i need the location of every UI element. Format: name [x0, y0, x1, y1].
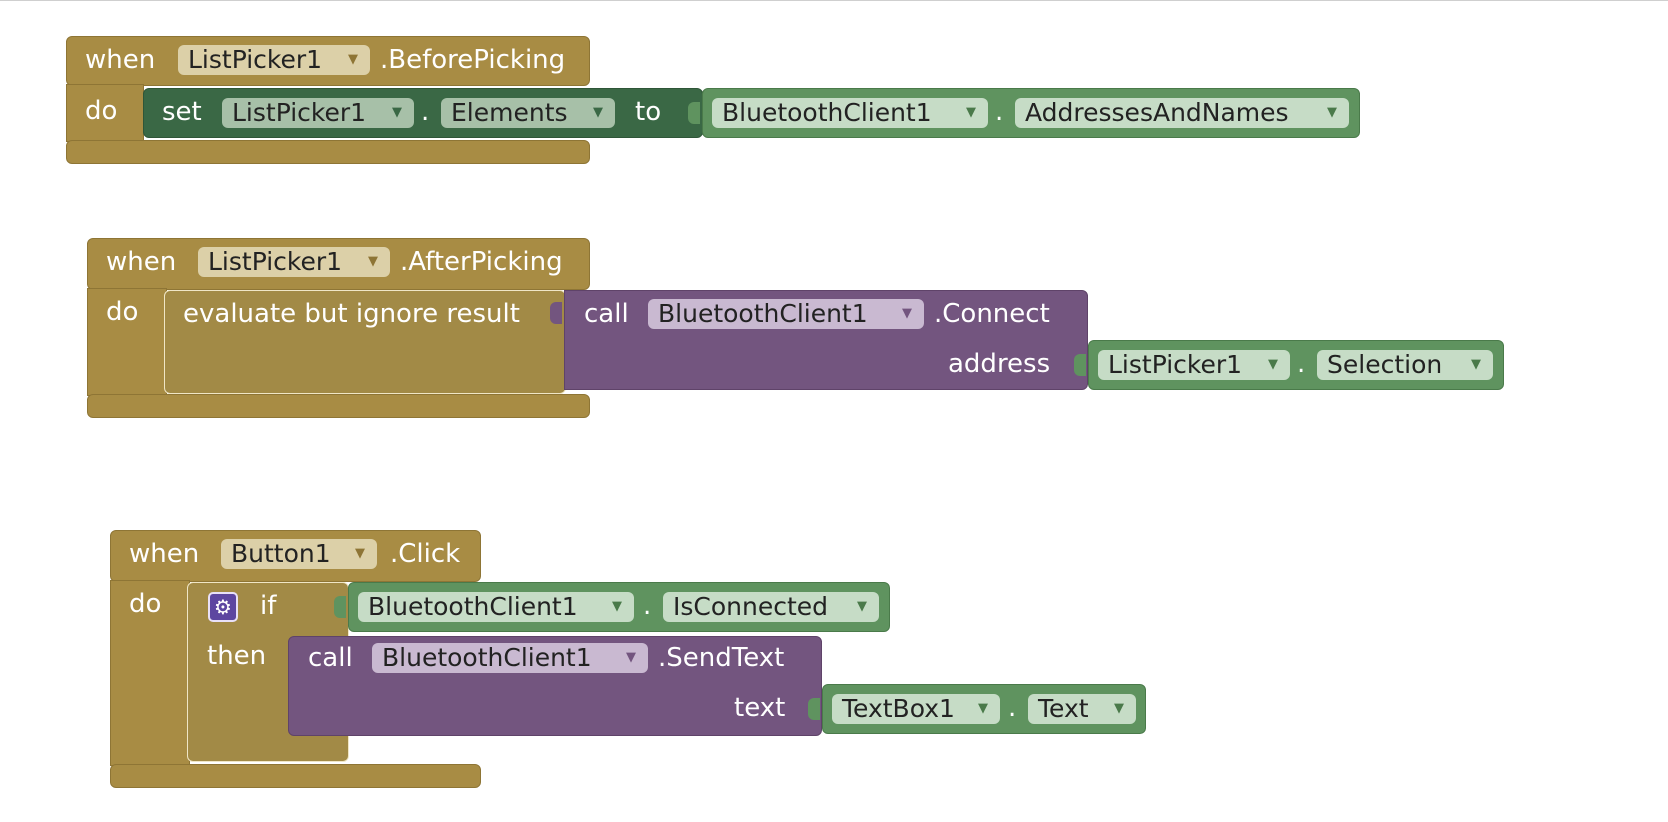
chevron-down-icon: ▼	[348, 52, 358, 67]
getter-component-dropdown[interactable]: BluetoothClient1 ▼	[358, 592, 634, 622]
chevron-down-icon: ▼	[966, 105, 976, 120]
getter-property-label: Selection	[1327, 350, 1443, 379]
chevron-down-icon: ▼	[626, 650, 636, 665]
chevron-down-icon: ▼	[1268, 357, 1278, 372]
component-dropdown-label: Button1	[231, 539, 331, 568]
argument-socket-connector	[1074, 354, 1086, 376]
getter-dot: .	[1297, 349, 1306, 379]
argument-label-address: address	[948, 349, 1051, 379]
event-name: .AfterPicking	[400, 247, 563, 277]
to-keyword: to	[635, 97, 662, 127]
chevron-down-icon: ▼	[1327, 105, 1337, 120]
method-component-dropdown[interactable]: BluetoothClient1 ▼	[372, 643, 648, 673]
value-socket-connector	[688, 102, 700, 124]
do-keyword: do	[129, 589, 162, 619]
chevron-down-icon: ▼	[355, 546, 365, 561]
chevron-down-icon: ▼	[593, 105, 603, 120]
getter-property-label: IsConnected	[673, 592, 829, 621]
getter-component-label: ListPicker1	[1108, 350, 1243, 379]
setter-component-label: ListPicker1	[232, 98, 367, 127]
chevron-down-icon: ▼	[1114, 701, 1124, 716]
argument-socket-connector	[808, 698, 820, 720]
if-keyword: if	[260, 591, 277, 621]
condition-socket-connector	[334, 596, 346, 618]
argument-label-text: text	[734, 693, 786, 723]
call-keyword: call	[308, 643, 353, 673]
when-keyword: when	[106, 247, 177, 277]
do-keyword: do	[85, 96, 118, 126]
component-dropdown[interactable]: ListPicker1 ▼	[198, 247, 390, 277]
when-keyword: when	[129, 539, 200, 569]
event-footer	[110, 764, 481, 788]
then-keyword: then	[207, 641, 267, 671]
getter-component-label: TextBox1	[842, 694, 955, 723]
call-keyword: call	[584, 299, 629, 329]
getter-property-dropdown[interactable]: IsConnected ▼	[663, 592, 879, 622]
getter-property-dropdown[interactable]: Selection ▼	[1317, 350, 1493, 380]
setter-component-dropdown[interactable]: ListPicker1 ▼	[222, 98, 414, 128]
method-component-label: BluetoothClient1	[658, 299, 868, 328]
getter-property-dropdown[interactable]: Text ▼	[1028, 694, 1136, 724]
getter-component-dropdown[interactable]: TextBox1 ▼	[832, 694, 1000, 724]
method-component-dropdown[interactable]: BluetoothClient1 ▼	[648, 299, 924, 329]
evaluate-keyword: evaluate but ignore result	[183, 299, 520, 329]
event-do-arm	[87, 288, 167, 396]
getter-component-dropdown[interactable]: BluetoothClient1 ▼	[712, 98, 988, 128]
evaluate-ignore-block[interactable]	[164, 290, 566, 394]
getter-property-label: AddressesAndNames	[1025, 98, 1289, 127]
getter-dot: .	[1008, 693, 1017, 723]
getter-component-label: BluetoothClient1	[368, 592, 578, 621]
event-do-arm	[66, 84, 144, 142]
event-footer	[66, 140, 590, 164]
chevron-down-icon: ▼	[857, 599, 867, 614]
chevron-down-icon: ▼	[612, 599, 622, 614]
setter-property-label: Elements	[451, 98, 568, 127]
event-name: .Click	[390, 539, 461, 569]
component-dropdown-label: ListPicker1	[208, 247, 343, 276]
chevron-down-icon: ▼	[368, 254, 378, 269]
component-dropdown[interactable]: Button1 ▼	[221, 539, 377, 569]
getter-dot: .	[643, 591, 652, 621]
set-keyword: set	[162, 97, 202, 127]
workspace-top-border	[0, 0, 1668, 1]
chevron-down-icon: ▼	[902, 306, 912, 321]
chevron-down-icon: ▼	[1471, 357, 1481, 372]
getter-property-label: Text	[1038, 694, 1089, 723]
when-keyword: when	[85, 45, 156, 75]
getter-component-dropdown[interactable]: ListPicker1 ▼	[1098, 350, 1290, 380]
property-dot: .	[421, 97, 430, 127]
event-footer	[87, 394, 590, 418]
getter-component-label: BluetoothClient1	[722, 98, 932, 127]
getter-property-dropdown[interactable]: AddressesAndNames ▼	[1015, 98, 1349, 128]
do-keyword: do	[106, 297, 139, 327]
chevron-down-icon: ▼	[392, 105, 402, 120]
call-socket-connector	[550, 302, 562, 324]
component-dropdown[interactable]: ListPicker1 ▼	[178, 45, 370, 75]
method-name: .SendText	[658, 643, 785, 673]
mutator-gear-icon[interactable]: ⚙	[208, 592, 238, 622]
getter-dot: .	[995, 97, 1004, 127]
event-name: .BeforePicking	[380, 45, 566, 75]
method-component-label: BluetoothClient1	[382, 643, 592, 672]
chevron-down-icon: ▼	[978, 701, 988, 716]
setter-property-dropdown[interactable]: Elements ▼	[441, 98, 615, 128]
method-name: .Connect	[934, 299, 1050, 329]
component-dropdown-label: ListPicker1	[188, 45, 323, 74]
